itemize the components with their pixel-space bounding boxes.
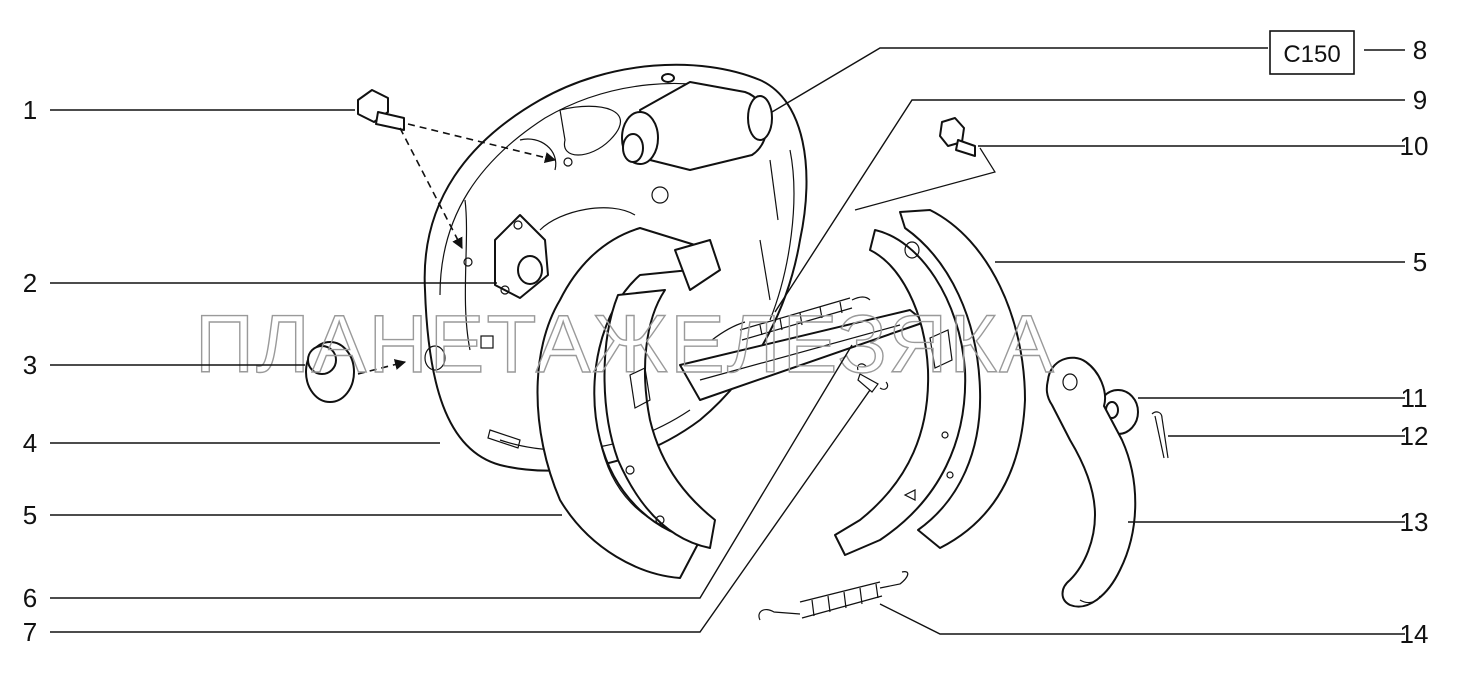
lever-pin <box>939 117 976 157</box>
brake-shoe-right <box>834 209 1026 556</box>
wheel-cylinder <box>621 73 773 171</box>
parts-drawing <box>305 63 1169 621</box>
callout-9: 9 <box>1413 85 1427 115</box>
parking-brake-lever <box>1045 356 1137 608</box>
callout-3: 3 <box>23 350 37 380</box>
small-spring <box>857 363 889 393</box>
callout-14: 14 <box>1400 619 1429 649</box>
watermark-text: ПЛАНЕТАЖЕЛЕЗЯКА <box>195 299 1056 390</box>
callout-11: 11 <box>1401 383 1428 413</box>
brake-shoe-left <box>536 227 721 579</box>
callout-numbers: 1 2 3 4 5 6 7 8 9 10 5 11 12 13 14 <box>23 35 1429 649</box>
callout-6: 6 <box>23 583 37 613</box>
callout-10: 10 <box>1400 131 1429 161</box>
callout-8: 8 <box>1413 35 1427 65</box>
callout-5-left: 5 <box>23 500 37 530</box>
catalog-code: C150 <box>1283 41 1340 68</box>
plug <box>305 341 355 403</box>
leader-lines <box>50 47 1405 635</box>
cotter-pin <box>1151 411 1169 459</box>
assembly-arrows <box>357 123 996 375</box>
bolt <box>357 89 405 131</box>
catalog-code-box: C150 <box>1269 30 1355 75</box>
callout-12: 12 <box>1400 421 1429 451</box>
anchor-plate <box>494 214 549 299</box>
callout-13: 13 <box>1400 507 1429 537</box>
callout-5-right: 5 <box>1413 247 1427 277</box>
upper-spring <box>711 296 871 341</box>
callout-2: 2 <box>23 268 37 298</box>
callout-7: 7 <box>23 617 37 647</box>
lower-spring <box>758 571 909 621</box>
callout-4: 4 <box>23 428 37 458</box>
callout-1: 1 <box>23 95 37 125</box>
